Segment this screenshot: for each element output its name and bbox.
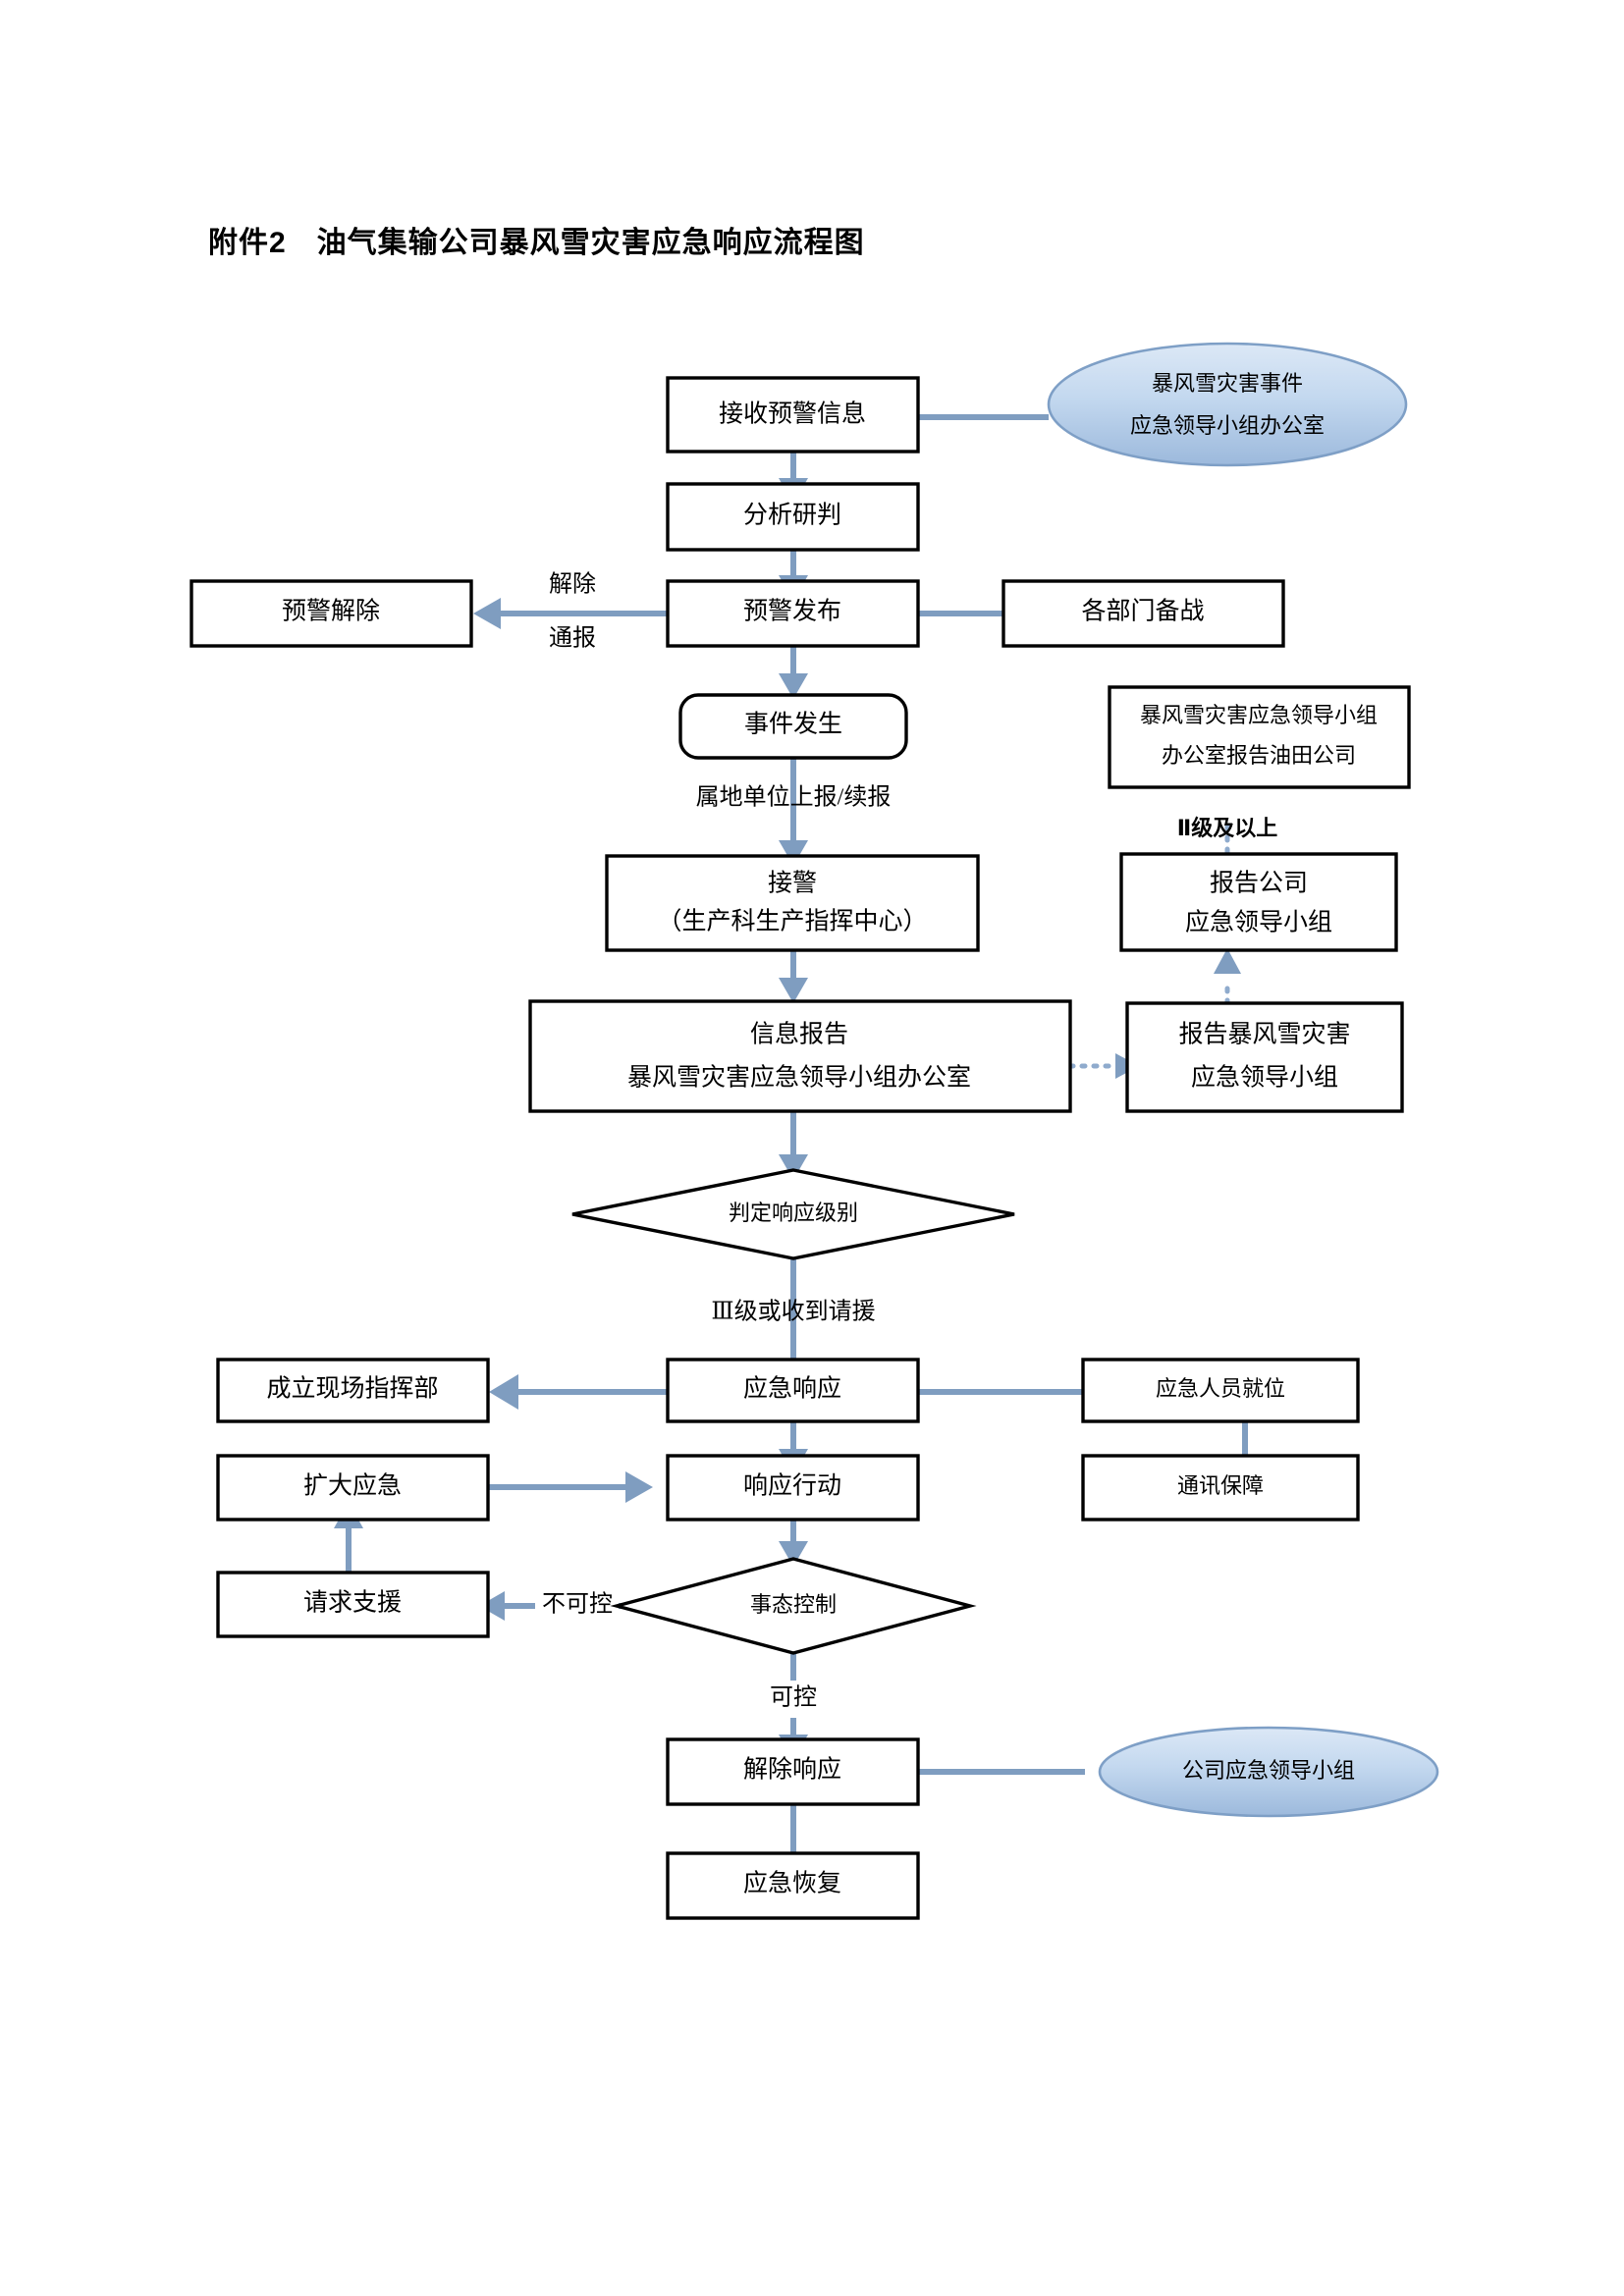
page-title: 附件2 油气集输公司暴风雪灾害应急响应流程图 <box>208 227 865 259</box>
node-report-oilfield-line2: 办公室报告油田公司 <box>1162 743 1356 768</box>
node-report-company-group-line2: 应急领导小组 <box>1185 909 1332 936</box>
node-report-oilfield[interactable]: 暴风雪灾害应急领导小组 办公室报告油田公司 <box>1108 685 1411 789</box>
node-emergency-response[interactable]: 应急响应 <box>666 1358 920 1423</box>
node-info-report[interactable]: 信息报告 暴风雪灾害应急领导小组办公室 <box>528 999 1072 1113</box>
node-report-snow-group-line1: 报告暴风雪灾害 <box>1178 1021 1350 1048</box>
node-cancel-warning[interactable]: 预警解除 <box>189 579 473 648</box>
node-comms-support[interactable]: 通讯保障 <box>1081 1454 1360 1522</box>
edge-label-uncontrollable: 不可控 <box>542 1591 613 1618</box>
node-expand-emergency-label: 扩大应急 <box>303 1472 402 1500</box>
node-event-office-ellipse[interactable]: 暴风雪灾害事件 应急领导小组办公室 <box>1047 342 1408 467</box>
node-response-action[interactable]: 响应行动 <box>666 1454 920 1522</box>
node-request-support-label: 请求支援 <box>303 1589 402 1617</box>
edge-label-cancel-notice-line1: 解除 <box>549 571 596 598</box>
node-lift-response-label: 解除响应 <box>743 1756 841 1784</box>
edge-label-local-unit-report: 属地单位上报/续报 <box>696 784 892 811</box>
node-departments-standby-label: 各部门备战 <box>1081 598 1204 625</box>
node-receive-warning-label: 接收预警信息 <box>719 400 866 428</box>
node-event-office-line1: 暴风雪灾害事件 <box>1152 371 1303 396</box>
arrowhead-action-to-control <box>779 1541 808 1567</box>
node-departments-standby[interactable]: 各部门备战 <box>1001 579 1285 648</box>
arrowhead-response-to-command <box>489 1374 518 1410</box>
node-situation-control[interactable]: 事态控制 <box>610 1557 977 1655</box>
node-emergency-response-label: 应急响应 <box>743 1375 841 1403</box>
node-decide-level[interactable]: 判定响应级别 <box>571 1168 1015 1260</box>
node-report-oilfield-line1: 暴风雪灾害应急领导小组 <box>1140 703 1378 727</box>
node-company-group-label: 公司应急领导小组 <box>1182 1758 1355 1783</box>
node-issue-warning-label: 预警发布 <box>743 598 841 625</box>
node-report-snow-group[interactable]: 报告暴风雪灾害 应急领导小组 <box>1125 1001 1404 1113</box>
node-receive-warning[interactable]: 接收预警信息 <box>666 376 920 454</box>
arrowhead-expand-to-action <box>625 1471 653 1503</box>
edge-label-cancel-notice-line2: 通报 <box>549 625 596 652</box>
node-report-snow-group-line2: 应急领导小组 <box>1191 1064 1338 1092</box>
node-comms-support-label: 通讯保障 <box>1177 1473 1264 1498</box>
arrowhead-event-to-alarm <box>779 840 808 866</box>
node-event-office-line2: 应急领导小组办公室 <box>1130 413 1325 438</box>
node-event-occurs-label: 事件发生 <box>744 711 842 738</box>
node-lift-response[interactable]: 解除响应 <box>666 1737 920 1806</box>
node-issue-warning[interactable]: 预警发布 <box>666 579 920 648</box>
node-receive-alarm-line1: 接警 <box>768 870 817 897</box>
node-emergency-recovery[interactable]: 应急恢复 <box>666 1851 920 1920</box>
node-set-up-command-label: 成立现场指挥部 <box>266 1375 438 1403</box>
node-report-company-group[interactable]: 报告公司 应急领导小组 <box>1119 852 1398 952</box>
arrowhead-inforeport-to-decide <box>779 1154 808 1180</box>
node-analyze[interactable]: 分析研判 <box>666 482 920 552</box>
edge-label-level2-and-above: Ⅱ级及以上 <box>1177 816 1278 840</box>
node-expand-emergency[interactable]: 扩大应急 <box>216 1454 490 1522</box>
arrowhead-control-to-request <box>479 1591 505 1621</box>
node-info-report-line2: 暴风雪灾害应急领导小组办公室 <box>627 1064 971 1092</box>
node-decide-level-label: 判定响应级别 <box>729 1201 858 1225</box>
arrowhead-issue-to-cancel <box>473 598 501 629</box>
node-report-company-group-line1: 报告公司 <box>1210 870 1308 897</box>
node-set-up-command[interactable]: 成立现场指挥部 <box>216 1358 490 1423</box>
node-situation-control-label: 事态控制 <box>750 1592 837 1617</box>
node-receive-alarm[interactable]: 接警 （生产科生产指挥中心） <box>605 854 980 952</box>
edge-label-level3-or-request: Ⅲ级或收到请援 <box>711 1299 875 1325</box>
arrowhead-alarm-to-inforeport <box>779 978 808 1003</box>
node-analyze-label: 分析研判 <box>743 502 841 529</box>
node-info-report-line1: 信息报告 <box>750 1021 848 1048</box>
node-emergency-recovery-label: 应急恢复 <box>743 1870 841 1897</box>
edge-label-controllable: 可控 <box>770 1684 817 1711</box>
node-event-occurs[interactable]: 事件发生 <box>678 693 908 760</box>
arrowhead-snowgroup-to-companygroup <box>1214 948 1241 974</box>
node-response-action-label: 响应行动 <box>743 1472 841 1500</box>
arrowhead-issue-to-event <box>779 673 808 699</box>
node-cancel-warning-label: 预警解除 <box>282 598 380 625</box>
node-staff-in-place[interactable]: 应急人员就位 <box>1081 1358 1360 1423</box>
node-request-support[interactable]: 请求支援 <box>216 1571 490 1638</box>
node-company-group-ellipse[interactable]: 公司应急领导小组 <box>1098 1726 1439 1818</box>
node-staff-in-place-label: 应急人员就位 <box>1156 1376 1285 1401</box>
node-receive-alarm-line2: （生产科生产指挥中心） <box>657 908 927 935</box>
